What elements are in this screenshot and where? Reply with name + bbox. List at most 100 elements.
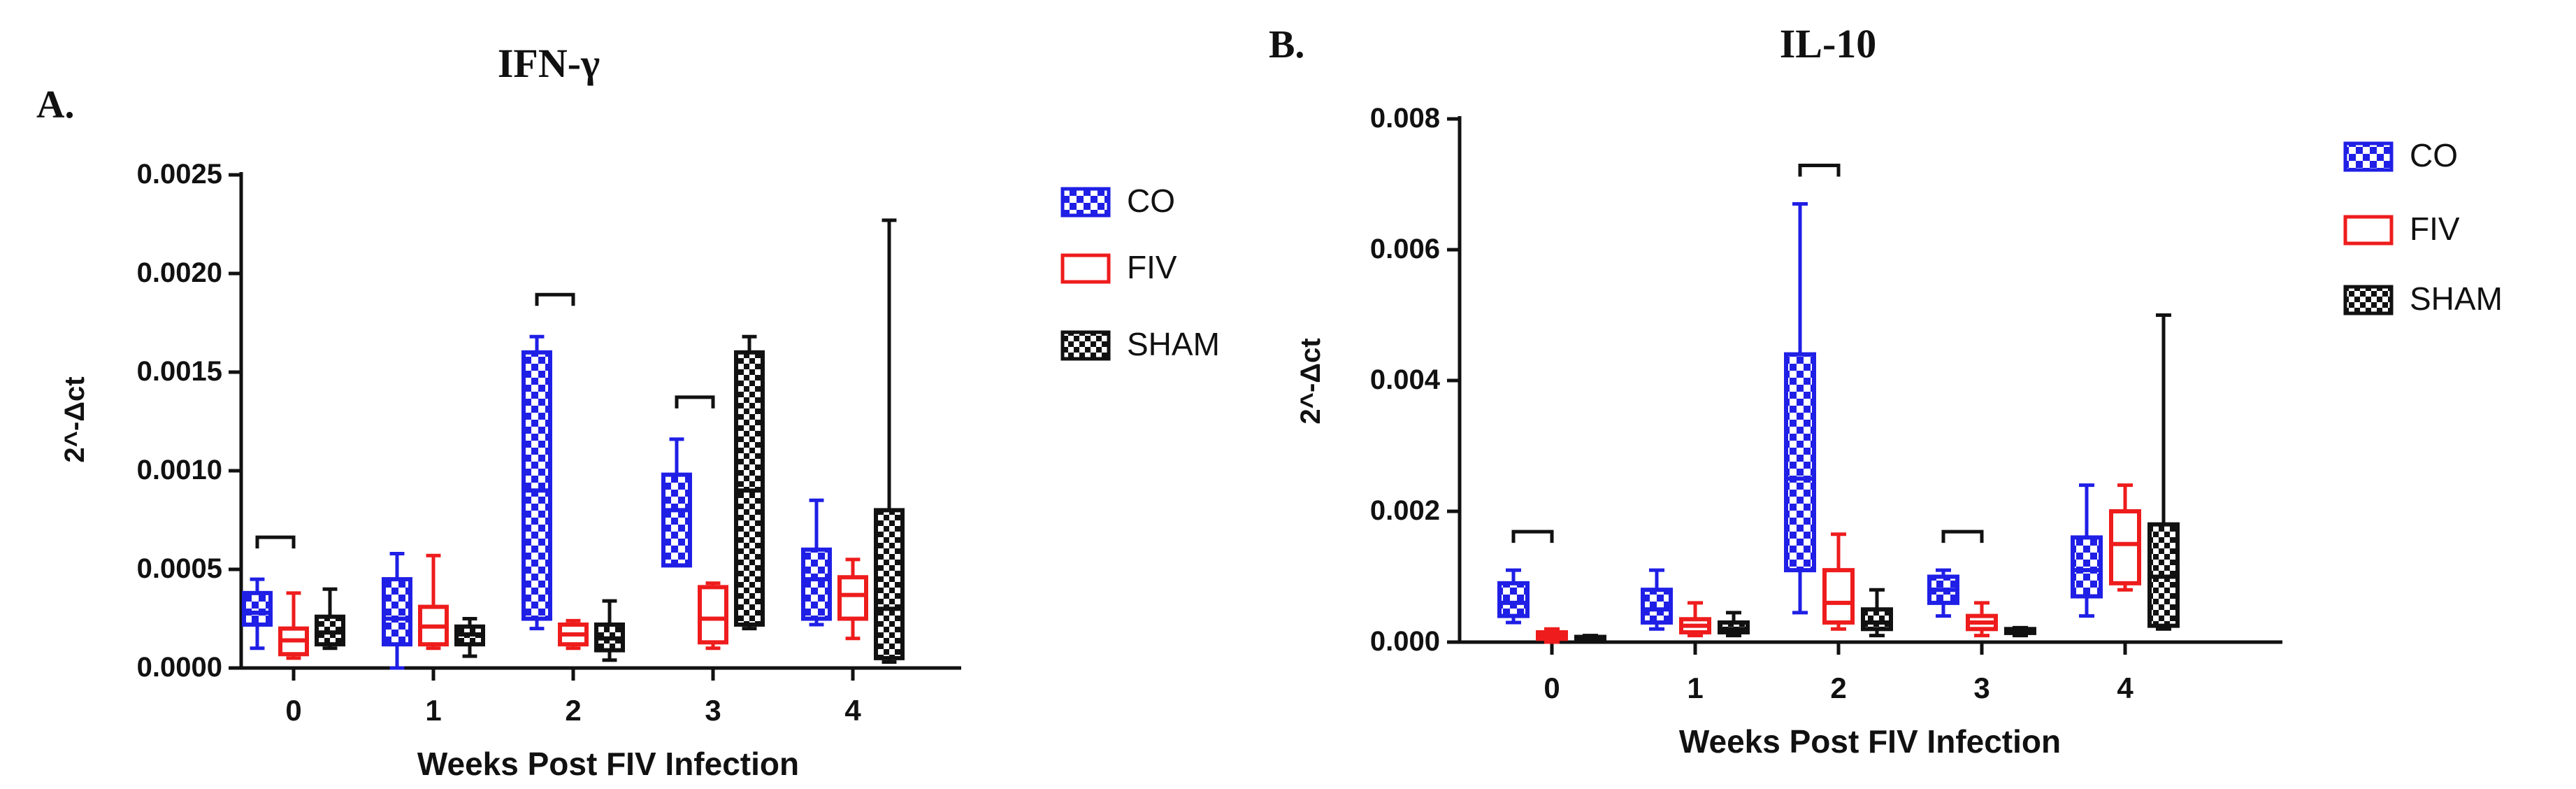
- x-tick-label: 0: [285, 694, 301, 727]
- significance-bracket: [675, 395, 715, 408]
- box-fiv: [418, 553, 449, 651]
- y-tick-label: 0.0020: [137, 257, 222, 288]
- box-iqr: [1497, 581, 1530, 618]
- box-iqr: [698, 585, 728, 645]
- legend: CO FIV SHAM: [2343, 137, 2503, 317]
- box-co: [1497, 568, 1530, 625]
- legend-label-fiv: FIV: [1127, 249, 1177, 285]
- x-axis-label: Weeks Post FIV Infection: [1679, 723, 2061, 760]
- box-co: [801, 498, 832, 627]
- y-tick-label: 0.0000: [137, 652, 222, 683]
- significance-bracket: [1511, 529, 1554, 543]
- panel-label: B.: [1269, 23, 1304, 66]
- legend-swatch-co: [2343, 141, 2394, 172]
- box-fiv: [1822, 532, 1855, 631]
- legend-label-fiv: FIV: [2410, 211, 2460, 247]
- box-iqr: [801, 547, 832, 621]
- y-tick-label: 0.008: [1370, 103, 1440, 134]
- box-sham: [315, 587, 345, 651]
- box-iqr: [1641, 588, 1673, 625]
- y-tick-labels: 0.0000 0.0005 0.0010 0.0015 0.0020 0.002…: [137, 159, 222, 683]
- box-sham: [2147, 313, 2180, 631]
- panel-il-10: B. IL-10 2^-Δct Weeks Post FIV Infection…: [1269, 21, 2503, 760]
- y-tick-label: 0.0025: [137, 159, 222, 190]
- significance-bracket: [1941, 529, 1984, 543]
- x-tick-label: 1: [1687, 671, 1703, 704]
- x-tick-label: 1: [425, 694, 441, 727]
- plot-area: 0 1 2 3 4: [229, 172, 961, 727]
- box-fiv: [698, 581, 728, 651]
- plot-area: 0 1 2 3 4: [1447, 116, 2282, 704]
- box-iqr: [382, 577, 412, 647]
- box-co: [661, 437, 692, 568]
- y-tick-label: 0.002: [1370, 495, 1440, 526]
- box-co: [1927, 568, 1959, 618]
- box-fiv: [278, 591, 309, 660]
- box-iqr: [1822, 568, 1855, 625]
- legend: CO FIV SHAM: [1060, 183, 1220, 362]
- box-fiv: [1966, 601, 1998, 638]
- legend-swatch-co: [1060, 187, 1111, 218]
- box-fiv: [2109, 483, 2141, 592]
- significance-bracket: [1798, 164, 1841, 177]
- y-axis-label: 2^-Δct: [1295, 338, 1326, 424]
- box-iqr: [242, 590, 273, 627]
- box-fiv: [1536, 627, 1568, 644]
- box-iqr: [837, 575, 868, 621]
- box-sham: [2004, 625, 2036, 638]
- y-tick-label: 0.0010: [137, 455, 222, 485]
- box-sham: [734, 334, 765, 631]
- legend-label-sham: SHAM: [1127, 326, 1220, 362]
- box-iqr: [2109, 509, 2141, 585]
- y-tick-label: 0.0015: [137, 356, 222, 387]
- y-tick-label: 0.0005: [137, 553, 222, 584]
- box-co: [2071, 483, 2103, 618]
- box-co: [242, 577, 273, 651]
- y-axis-label: 2^-Δct: [59, 376, 90, 462]
- legend-swatch-sham: [1060, 330, 1111, 361]
- box-co: [1784, 202, 1816, 615]
- chart-title: IL-10: [1780, 21, 1877, 66]
- legend-label-co: CO: [2410, 137, 2458, 173]
- significance-bracket: [255, 535, 296, 549]
- box-iqr: [2071, 535, 2103, 599]
- x-axis-label: Weeks Post FIV Infection: [417, 746, 799, 782]
- legend-label-sham: SHAM: [2410, 280, 2503, 317]
- panel-label: A.: [36, 83, 74, 127]
- box-iqr: [521, 350, 552, 621]
- y-tick-label: 0.000: [1370, 626, 1440, 657]
- box-fiv: [837, 557, 868, 641]
- x-tick-label: 3: [705, 694, 721, 727]
- y-tick-labels: 0.000 0.002 0.004 0.006 0.008: [1370, 103, 1441, 657]
- box-sham: [1574, 634, 1606, 644]
- legend-swatch-fiv: [1060, 253, 1111, 284]
- x-tick-label: 2: [565, 694, 581, 727]
- legend-label-co: CO: [1127, 183, 1175, 219]
- box-co: [382, 551, 412, 670]
- x-tick-label: 4: [2117, 671, 2134, 704]
- x-tick-label: 4: [844, 694, 861, 727]
- box-iqr: [661, 472, 692, 568]
- box-sham: [454, 617, 485, 658]
- significance-bracket: [535, 292, 575, 306]
- chart-title: IFN-γ: [498, 41, 600, 86]
- box-iqr: [874, 508, 905, 660]
- box-sham: [874, 218, 905, 664]
- box-co: [1641, 568, 1673, 631]
- box-iqr: [1861, 607, 1893, 632]
- y-tick-label: 0.004: [1370, 364, 1441, 395]
- box-fiv: [558, 618, 589, 651]
- x-tick-label: 2: [1830, 671, 1846, 704]
- x-tick-label: 0: [1544, 671, 1560, 704]
- box-sham: [1718, 611, 1750, 638]
- box-sham: [594, 599, 625, 662]
- box-fiv: [1679, 601, 1711, 638]
- x-tick-label: 3: [1973, 671, 1989, 704]
- box-sham: [1861, 588, 1893, 638]
- box-iqr: [1784, 352, 1816, 573]
- legend-swatch-sham: [2343, 285, 2394, 315]
- panel-ifn-gamma: A. IFN-γ 2^-Δct Weeks Post FIV Infection…: [36, 41, 1220, 782]
- legend-swatch-fiv: [2343, 215, 2394, 246]
- box-co: [521, 334, 552, 631]
